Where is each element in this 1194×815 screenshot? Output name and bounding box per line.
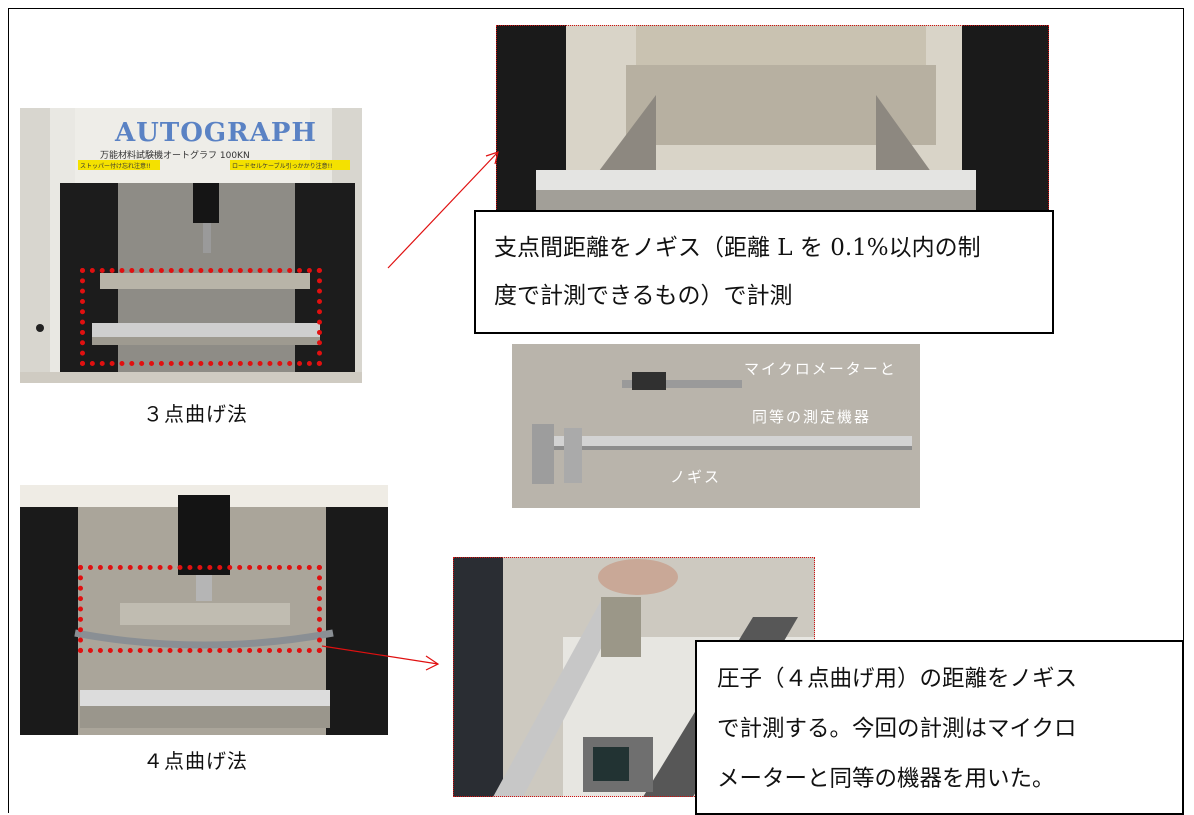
caption-4point: ４点曲げ法 [143, 749, 248, 773]
arrowhead-support-photo [485, 151, 499, 165]
caption-3point: ３点曲げ法 [143, 402, 248, 426]
photo-3point-bending: AUTOGRAPH 万能材料試験機オートグラフ 100KN ストッパー付け忘れ注… [20, 108, 362, 383]
label-equivalent-instrument: 同等の測定機器 [752, 408, 872, 426]
callout-bottom-line3: メーターと同等の機器を用いた。 [717, 766, 1055, 792]
callout-bottom-line2: で計測する。今回の計測はマイクロ [717, 716, 1077, 742]
highlight-box-4point [78, 565, 322, 653]
highlight-box-3point [80, 268, 322, 366]
machine-label: 万能材料試験機オートグラフ 100KN [100, 151, 250, 161]
photo-4point-bending [20, 485, 388, 735]
photo-support-span [496, 25, 1049, 213]
photo-measuring-tools: マイクロメーターと 同等の測定機器 ノギス [512, 344, 920, 508]
callout-top-line1: 支点間距離をノギス（距離 L を 0.1%以内の制 [494, 235, 981, 261]
arrow-to-support-photo [387, 151, 499, 269]
brand-label: AUTOGRAPH [115, 118, 317, 148]
warning-sticker-left: ストッパー付け忘れ注意!! [80, 163, 151, 170]
callout-support-span: 支点間距離をノギス（距離 L を 0.1%以内の制 度で計測できるもの）で計測 [474, 210, 1054, 334]
callout-bottom-line1: 圧子（４点曲げ用）の距離をノギス [717, 666, 1078, 692]
arrow-to-caliper-photo [321, 645, 439, 665]
label-micrometer: マイクロメーターと [744, 360, 897, 378]
label-caliper: ノギス [670, 468, 722, 486]
arrowhead-caliper-photo [425, 655, 440, 671]
callout-indenter-distance: 圧子（４点曲げ用）の距離をノギス で計測する。今回の計測はマイクロ メーターと同… [695, 640, 1184, 815]
callout-top-line2: 度で計測できるもの）で計測 [494, 283, 793, 309]
warning-sticker-right: ロードセルケーブル引っかかり注意!! [232, 163, 333, 170]
page-frame [8, 8, 1184, 813]
